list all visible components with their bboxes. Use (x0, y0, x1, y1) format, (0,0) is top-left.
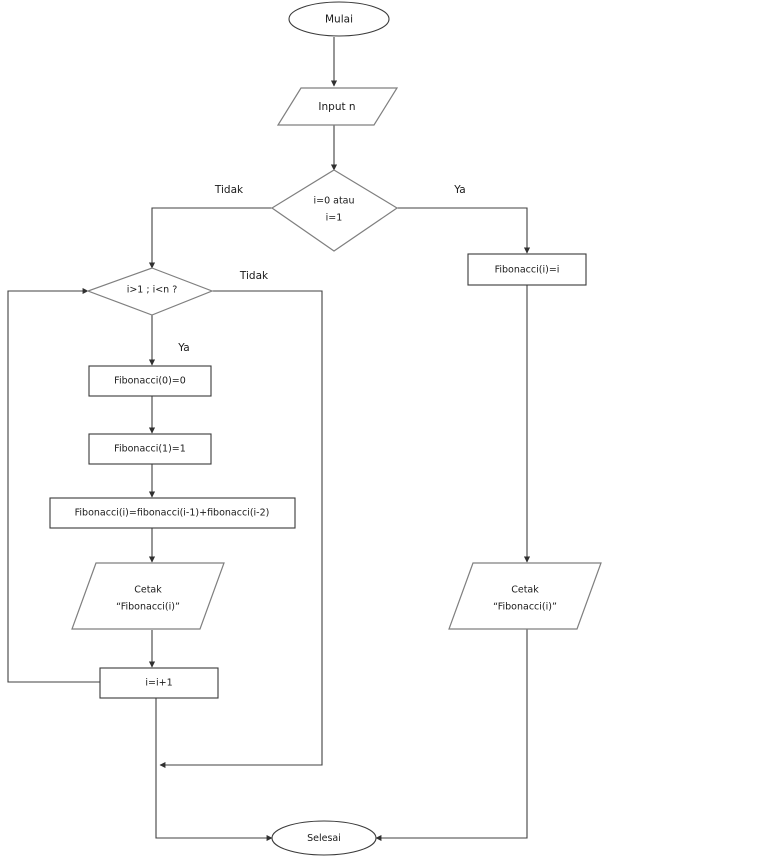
edge-increment-loopback-to-decision2 (7, 287, 100, 683)
node-fibonacci-0[interactable] (88, 365, 212, 397)
node-decision-loop-condition[interactable] (86, 267, 214, 316)
node-decision1-label-line2: i=1 (326, 213, 343, 224)
node-fibonacci-1-label: Fibonacci(1)=1 (114, 444, 186, 455)
node-print-left[interactable] (71, 562, 225, 630)
node-end-selesai[interactable] (271, 820, 377, 856)
node-print-left-label-line2: “Fibonacci(i)” (116, 602, 180, 613)
node-fibonacci-0-label: Fibonacci(0)=0 (114, 376, 186, 387)
edge-label-decision2-no: Tidak (239, 270, 269, 282)
node-fibonacci-1[interactable] (88, 433, 212, 465)
node-start-mulai[interactable] (288, 1, 390, 37)
node-end-label: Selesai (307, 833, 341, 844)
node-decision2-label: i>1 ; i<n ? (127, 285, 178, 296)
node-increment-label: i=i+1 (145, 678, 172, 689)
edge-label-decision1-no: Tidak (214, 184, 244, 196)
node-fibonacci-i-equals-i-label: Fibonacci(i)=i (495, 265, 560, 276)
node-print-right-label-line2: “Fibonacci(i)” (493, 602, 557, 613)
edge-decision1-no-to-decision2 (148, 207, 272, 269)
edge-label-decision1-yes: Ya (453, 184, 465, 196)
edge-decision1-yes-to-fib-i (397, 207, 531, 254)
node-print-right-label-line1: Cetak (511, 585, 539, 596)
edge-print-right-to-end (375, 628, 528, 842)
edge-label-decision2-yes: Ya (177, 342, 189, 354)
node-print-right[interactable] (448, 562, 602, 630)
node-input-n-label: Input n (318, 101, 355, 113)
node-fibonacci-recurrence-label: Fibonacci(i)=fibonacci(i-1)+fibonacci(i-… (75, 508, 270, 519)
node-decision-i0-or-i1[interactable] (270, 169, 399, 252)
edge-increment-to-end (155, 698, 273, 842)
node-start-label: Mulai (325, 14, 353, 26)
node-fibonacci-i-equals-i[interactable] (467, 253, 587, 286)
node-print-left-label-line1: Cetak (134, 585, 162, 596)
node-fibonacci-recurrence[interactable] (49, 497, 296, 529)
node-decision1-label-line1: i=0 atau (313, 196, 354, 207)
edge-decision2-no-to-bottom (159, 290, 323, 769)
node-input-n[interactable] (276, 87, 399, 126)
node-increment[interactable] (99, 667, 219, 699)
